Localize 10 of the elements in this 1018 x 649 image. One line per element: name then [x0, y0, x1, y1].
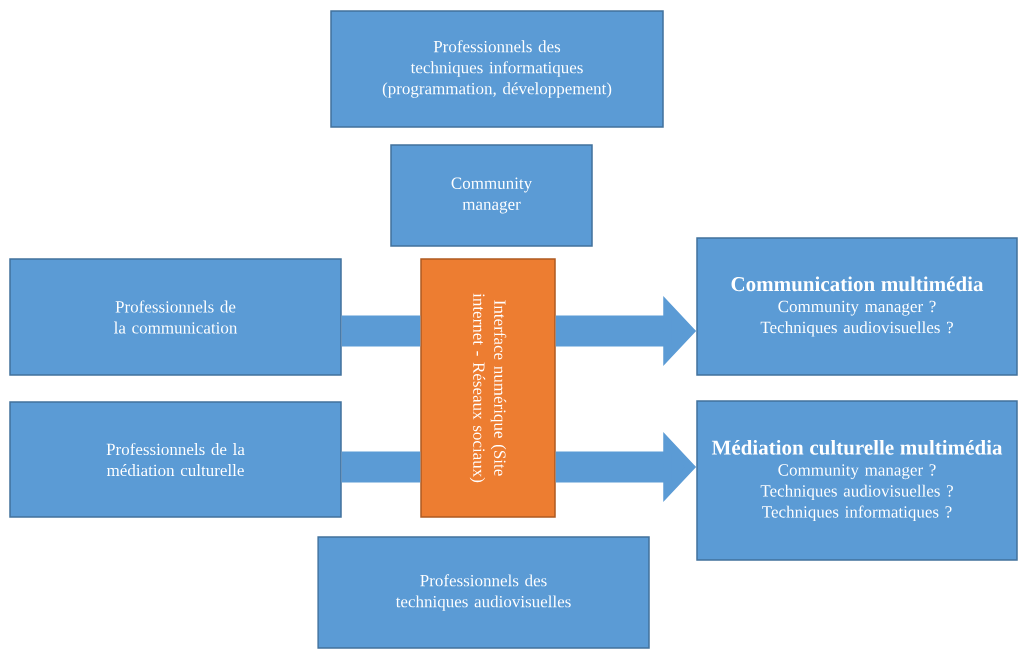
process-box: Professionnels de la médiation culturelle [9, 401, 342, 518]
interface-box: Interface numérique (Site internet - Réseaux sociaux) [420, 258, 556, 518]
process-box: Professionnels des techniques informatiques (programmation, développement) [330, 10, 664, 128]
connector-band [341, 315, 421, 347]
process-box: Community manager [390, 144, 593, 247]
process-box: Communication multimédia Community manager ? Techniques audiovisuelles ? [696, 237, 1018, 376]
process-box: Professionnels de la communication [9, 258, 342, 376]
connector-band [341, 451, 421, 483]
process-box: Professionnels des techniques audiovisuelles [317, 536, 650, 649]
process-box: Médiation culturelle multimédia Community manager ? Techniques audiovisuelles ? Techniques informatiques ? [696, 400, 1018, 561]
